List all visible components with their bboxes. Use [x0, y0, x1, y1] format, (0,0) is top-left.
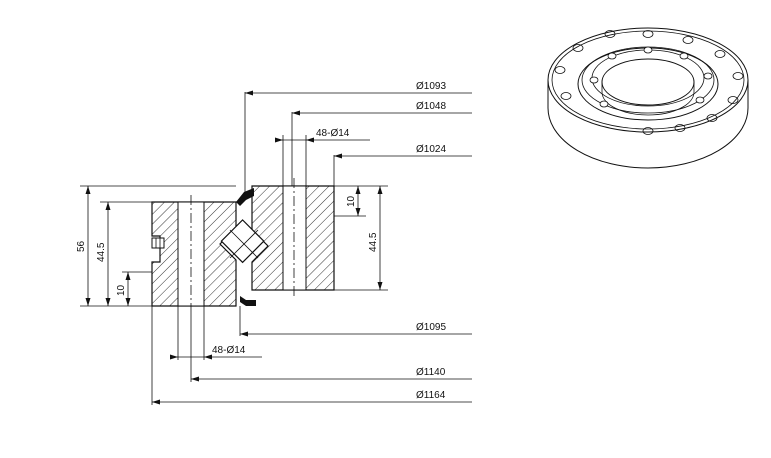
bearing-isometric-view — [547, 27, 749, 169]
label-d1093: Ø1093 — [416, 81, 446, 92]
bearing-cross-section — [151, 178, 335, 312]
dimension-arrows — [152, 90, 342, 405]
label-d1095: Ø1095 — [416, 322, 446, 333]
diameter-dimension-lines — [151, 92, 472, 405]
label-h10-left: 10 — [116, 284, 127, 296]
label-h56: 56 — [76, 240, 87, 252]
label-h44-5-left: 44.5 — [96, 242, 107, 262]
cross-roller — [220, 219, 265, 264]
inner-bolt-holes — [589, 46, 713, 108]
height-dimension-lines — [80, 185, 388, 307]
label-h44-5-right: 44.5 — [368, 232, 379, 252]
seal-bottom — [240, 296, 256, 306]
outer-bolt-holes — [554, 30, 744, 135]
label-holes-bottom: 48-Ø14 — [212, 345, 246, 356]
seal-top — [236, 188, 254, 206]
label-h10-right: 10 — [346, 195, 357, 207]
label-d1048: Ø1048 — [416, 101, 446, 112]
inner-ring-bolt-hole — [282, 185, 307, 291]
dimension-labels: Ø1093 Ø1048 48-Ø14 Ø1024 Ø1095 48-Ø14 Ø1… — [76, 81, 446, 401]
label-holes-top: 48-Ø14 — [316, 128, 350, 139]
label-d1140: Ø1140 — [416, 367, 446, 378]
label-d1164: Ø1164 — [416, 390, 446, 401]
label-d1024: Ø1024 — [416, 144, 446, 155]
lubrication-port — [151, 237, 165, 249]
